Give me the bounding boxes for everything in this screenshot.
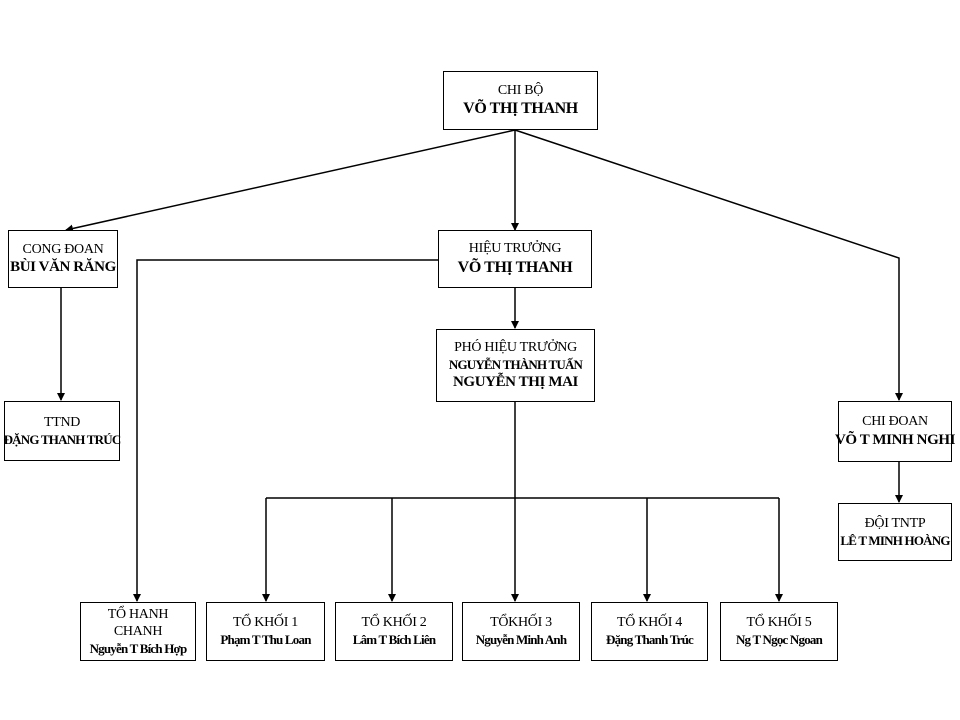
node-chi-bo: CHI BỘ VÕ THỊ THANH bbox=[443, 71, 598, 130]
node-to-khoi-4: TỔ KHỐI 4 Đặng Thanh Trúc bbox=[591, 602, 708, 661]
node-title: TỔ HANH CHANH bbox=[107, 606, 169, 639]
node-title: ĐỘI TNTP bbox=[864, 515, 926, 531]
node-to-khoi-1: TỔ KHỐI 1 Phạm T Thu Loan bbox=[206, 602, 325, 661]
arrow-hieutruong-to-tohanhchanh bbox=[133, 259, 438, 602]
node-doi-tntp: ĐỘI TNTP LÊ T MINH HOÀNG bbox=[838, 503, 952, 561]
node-name: ĐẶNG THANH TRÚC bbox=[3, 431, 122, 447]
node-to-khoi-2: TỔ KHỐI 2 Lâm T Bích Liên bbox=[335, 602, 453, 661]
node-name: VÕ THỊ THANH bbox=[457, 258, 573, 276]
node-name: Đặng Thanh Trúc bbox=[606, 632, 694, 648]
node-title: CHI ĐOAN bbox=[862, 414, 928, 430]
node-to-khoi-5: TỔ KHỐI 5 Ng T Ngọc Ngoan bbox=[720, 602, 838, 661]
node-title: TỔ KHỐI 5 bbox=[746, 615, 812, 631]
node-title: TỔ KHỐI 1 bbox=[233, 615, 298, 631]
node-name: VÕ THỊ THANH bbox=[463, 100, 578, 118]
node-name: BÙI VĂN RĂNG bbox=[10, 259, 116, 276]
node-chi-doan: CHI ĐOAN VÕ T MINH NGHI bbox=[834, 401, 956, 462]
node-title: HIỆU TRƯỞNG bbox=[468, 241, 562, 256]
node-title: PHÓ HIỆU TRƯỞNG bbox=[454, 340, 577, 356]
node-name: Phạm T Thu Loan bbox=[220, 632, 311, 648]
arrow-chibo-to-congdoan bbox=[65, 129, 516, 233]
node-hieu-truong: HIỆU TRƯỞNG VÕ THỊ THANH bbox=[438, 230, 592, 288]
node-title: TỔ KHỐI 2 bbox=[361, 615, 427, 631]
node-cong-doan: CONG ĐOAN BÙI VĂN RĂNG bbox=[8, 230, 118, 288]
node-title: TTND bbox=[43, 414, 81, 430]
node-to-khoi-3: TỔKHỐI 3 Nguyễn Minh Anh bbox=[462, 602, 580, 661]
node-title: TỔKHỐI 3 bbox=[490, 615, 552, 631]
node-name: Nguyễn Minh Anh bbox=[475, 632, 567, 648]
node-name: NGUYỄN THÀNH TUẤN bbox=[448, 357, 583, 373]
arrow-chibo-to-chidoan bbox=[514, 129, 903, 401]
node-name: Lâm T Bích Liên bbox=[352, 632, 436, 648]
node-title: CHI BỘ bbox=[497, 82, 544, 98]
node-name: LÊ T MINH HOÀNG bbox=[840, 532, 950, 548]
node-title: TỔ KHỐI 4 bbox=[617, 615, 682, 631]
node-name: Ng T Ngọc Ngoan bbox=[735, 632, 823, 648]
node-title: CONG ĐOAN bbox=[22, 241, 104, 257]
node-pho-hieu-truong: PHÓ HIỆU TRƯỞNG NGUYỄN THÀNH TUẤN NGUYỄN… bbox=[436, 329, 595, 402]
node-name: Nguyễn T Bích Hợp bbox=[89, 640, 188, 656]
node-ttnd: TTND ĐẶNG THANH TRÚC bbox=[3, 401, 122, 461]
node-name: NGUYỄN THỊ MAI bbox=[453, 373, 578, 390]
node-name: VÕ T MINH NGHI bbox=[834, 431, 956, 448]
node-to-hanh-chanh: TỔ HANH CHANH Nguyễn T Bích Hợp bbox=[80, 602, 196, 661]
